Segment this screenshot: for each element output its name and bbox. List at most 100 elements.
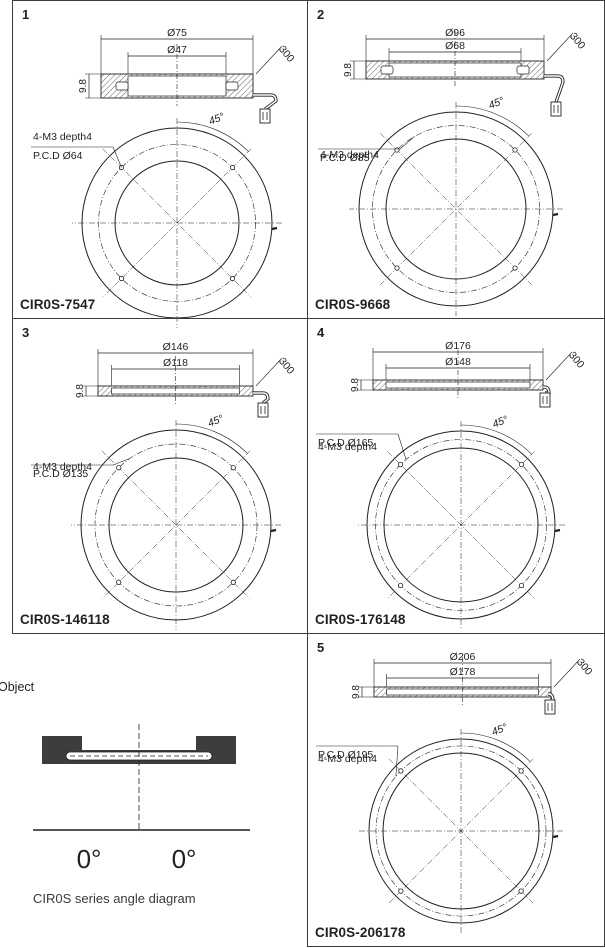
outer-diameter-label: Ø176 <box>445 340 471 352</box>
mounting-hole <box>230 465 236 471</box>
model-name: CIR0S-206178 <box>315 925 406 940</box>
model-name: CIR0S-176148 <box>315 612 406 627</box>
inner-diameter-label: Ø178 <box>450 666 476 678</box>
led-pocket <box>115 81 129 91</box>
angle-label: 45° <box>491 414 510 431</box>
angle-arc <box>460 732 531 762</box>
cable-length-dimension <box>553 658 581 688</box>
leader-line <box>112 146 122 168</box>
angle-arc <box>175 423 248 454</box>
mounting-hole <box>397 461 404 468</box>
pcd-label: P.C.D Ø85 <box>320 152 370 164</box>
cable-stub <box>554 528 561 533</box>
pcd-label: P.C.D Ø165 <box>318 437 373 449</box>
angle-arc <box>455 105 530 137</box>
cable-stub <box>270 528 277 533</box>
mounting-hole <box>116 579 122 585</box>
inner-diameter-label: Ø68 <box>445 40 465 52</box>
mounting-hole <box>518 768 524 774</box>
inner-diameter-label: Ø118 <box>163 357 188 369</box>
mounting-hole <box>394 265 400 271</box>
mounting-hole <box>512 265 518 271</box>
led-pocket <box>225 81 239 91</box>
mounting-hole <box>518 888 524 894</box>
hole-spec-label: 4-M3 depth4 <box>33 461 92 473</box>
angle-label: 45° <box>487 95 506 112</box>
outer-diameter-label: Ø96 <box>445 27 465 39</box>
panel-number: 2 <box>317 7 325 22</box>
thickness-label: 9.8 <box>350 378 361 392</box>
cable-length-dimension <box>255 357 283 387</box>
cable-stub <box>552 212 559 217</box>
angle-label-left: 0° <box>77 844 102 874</box>
cable-length-dimension <box>255 45 283 75</box>
thickness-label: 9.8 <box>343 63 354 77</box>
panel-number: 4 <box>317 325 325 340</box>
cable-length-dimension <box>546 32 574 62</box>
cable-length-label: 300 <box>566 350 587 371</box>
leader-line <box>399 136 415 150</box>
angle-label: 45° <box>207 111 226 128</box>
mounting-hole <box>398 768 404 774</box>
ring-outer-circle <box>368 738 554 924</box>
cable-connector <box>539 392 551 408</box>
model-name: CIR0S-9668 <box>315 297 391 312</box>
led-pocket <box>380 65 394 75</box>
pcd-label: P.C.D Ø195 <box>318 749 373 761</box>
angle-arc <box>176 121 249 152</box>
angle-diagram-caption: CIR0S series angle diagram <box>33 891 196 906</box>
hole-spec-label: 4-M3 depth4 <box>318 441 377 453</box>
cable-connector <box>257 402 269 418</box>
cable-connector <box>544 699 556 715</box>
center-line <box>388 758 534 904</box>
mounting-hole <box>230 579 236 585</box>
mounting-hole <box>518 461 525 468</box>
pcd-label: P.C.D Ø64 <box>33 150 83 162</box>
outer-diameter-label: Ø75 <box>167 27 187 39</box>
cable-length-label: 300 <box>574 657 595 678</box>
hole-spec-label: 4-M3 depth4 <box>33 131 92 143</box>
panel-number: 5 <box>317 640 325 655</box>
center-line <box>101 450 251 600</box>
hole-spec-label: 4-M3 depth4 <box>318 753 377 765</box>
thickness-label: 9.8 <box>351 685 362 699</box>
leader-line <box>397 433 407 460</box>
inner-diameter-label: Ø148 <box>445 356 471 368</box>
mounting-hole <box>229 164 236 171</box>
mounting-hole <box>394 147 400 153</box>
leader-line <box>112 458 130 466</box>
cable-length-dimension <box>545 351 573 381</box>
angle-label-right: 0° <box>172 844 197 874</box>
thickness-label: 9.8 <box>75 384 86 398</box>
mounting-hole <box>229 275 236 282</box>
led-pocket <box>516 65 530 75</box>
model-name: CIR0S-7547 <box>20 297 96 312</box>
object-label: Object <box>0 680 35 694</box>
cable-connector <box>259 108 271 124</box>
angle-diagram-drawing: 0° 0° <box>33 724 250 874</box>
outer-diameter-label: Ø206 <box>450 651 476 663</box>
mounting-hole <box>512 147 518 153</box>
model-name: CIR0S-146118 <box>20 612 110 627</box>
leader-line <box>395 745 399 777</box>
mounting-hole <box>116 465 122 471</box>
center-line <box>387 451 535 599</box>
outer-diameter-label: Ø146 <box>163 341 189 353</box>
cable-connector <box>550 101 562 117</box>
center-line <box>102 148 252 298</box>
pcd-label: P.C.D Ø135 <box>33 468 88 480</box>
inner-diameter-label: Ø47 <box>167 44 187 56</box>
panel-number: 1 <box>22 7 30 22</box>
center-line <box>380 133 532 285</box>
panel-number: 3 <box>22 325 30 340</box>
cable-length-label: 300 <box>567 31 588 52</box>
mounting-hole <box>398 888 404 894</box>
